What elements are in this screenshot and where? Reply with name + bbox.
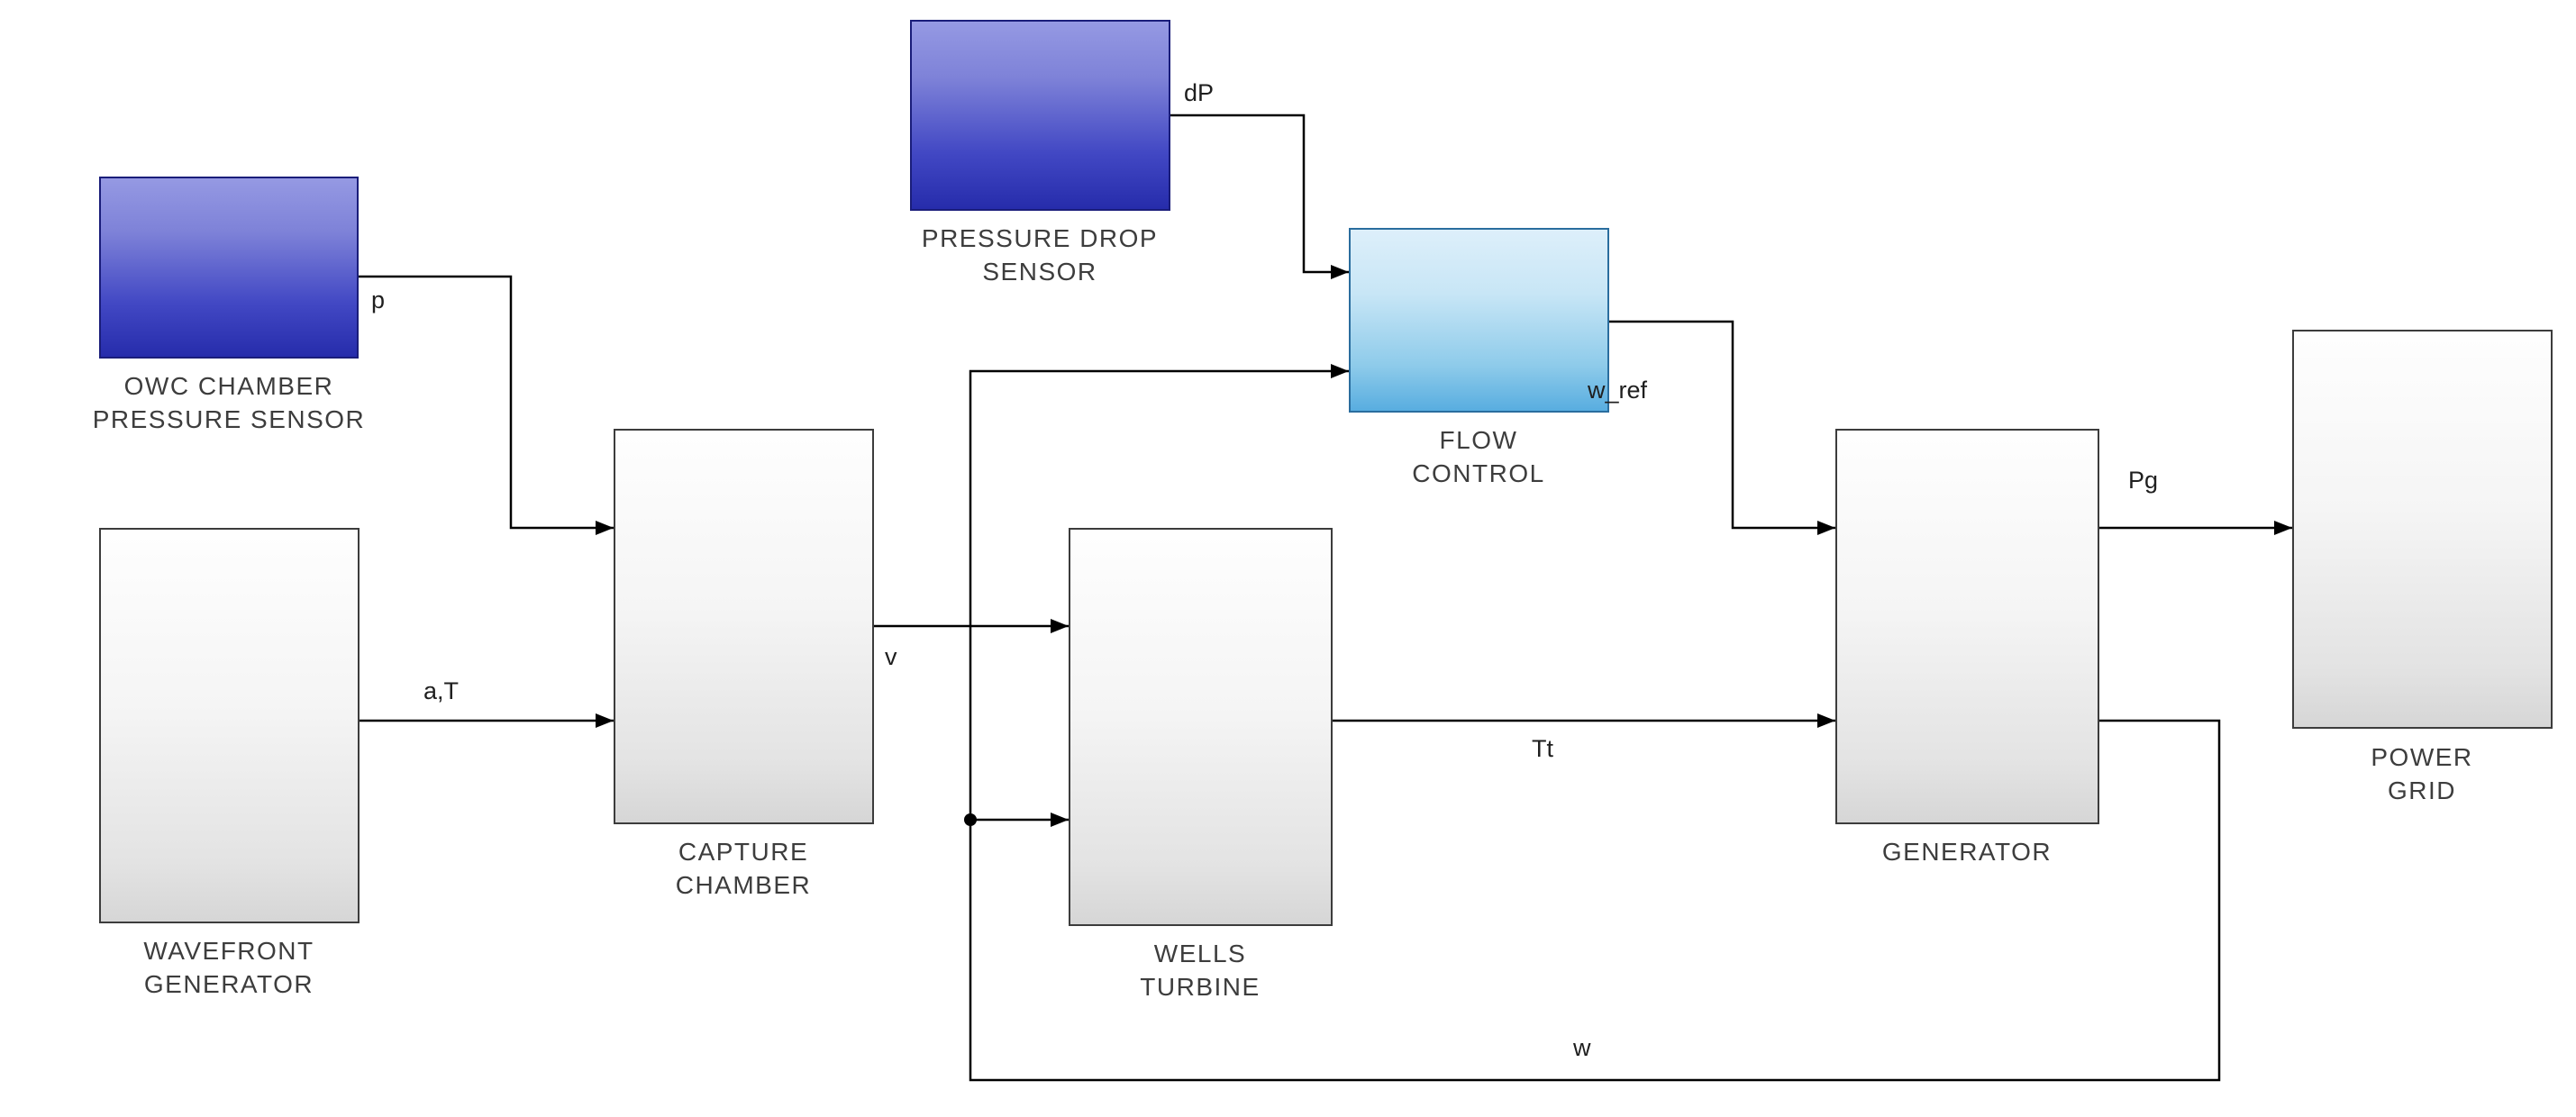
- wire-w-ref[interactable]: [1609, 320, 1835, 535]
- capture-chamber-caption: CAPTURE CHAMBER: [675, 838, 812, 899]
- signal-label-dp: dP: [1184, 79, 1215, 106]
- wire-p[interactable]: [359, 275, 614, 535]
- generator-caption: GENERATOR: [1881, 838, 2053, 866]
- wells-turbine-block[interactable]: [1069, 528, 1333, 926]
- pressure-drop-sensor-block[interactable]: [910, 20, 1170, 211]
- branch-dot: [964, 813, 977, 826]
- capture-chamber-block[interactable]: [614, 429, 874, 824]
- signal-label-w: w: [1573, 1034, 1591, 1061]
- flow-control-caption: FLOW CONTROL: [1412, 426, 1545, 487]
- wavefront-generator-caption: WAVEFRONT GENERATOR: [143, 937, 314, 998]
- pressure-drop-sensor-caption: PRESSURE DROP SENSOR: [921, 224, 1159, 286]
- owc-chamber-pressure-sensor-caption: OWC CHAMBER PRESSURE SENSOR: [92, 372, 366, 433]
- wire-w-feedback[interactable]: [969, 364, 2221, 1082]
- wire-dp[interactable]: [1170, 114, 1349, 279]
- signal-label-pg: Pg: [2128, 467, 2159, 494]
- generator-block[interactable]: [1835, 429, 2099, 824]
- signal-label-a-t: a,T: [423, 677, 460, 704]
- power-grid-caption: POWER GRID: [2371, 743, 2473, 804]
- signal-label-p: p: [371, 286, 386, 313]
- signal-label-tt: Tt: [1532, 735, 1553, 762]
- wavefront-generator-block[interactable]: [99, 528, 360, 923]
- owc-chamber-pressure-sensor-block[interactable]: [99, 177, 359, 359]
- power-grid-block[interactable]: [2292, 330, 2553, 729]
- wells-turbine-caption: WELLS TURBINE: [1140, 940, 1261, 1001]
- signal-label-w-ref: w_ref: [1588, 377, 1648, 404]
- flow-control-block[interactable]: [1349, 228, 1609, 413]
- signal-label-v: v: [885, 643, 897, 670]
